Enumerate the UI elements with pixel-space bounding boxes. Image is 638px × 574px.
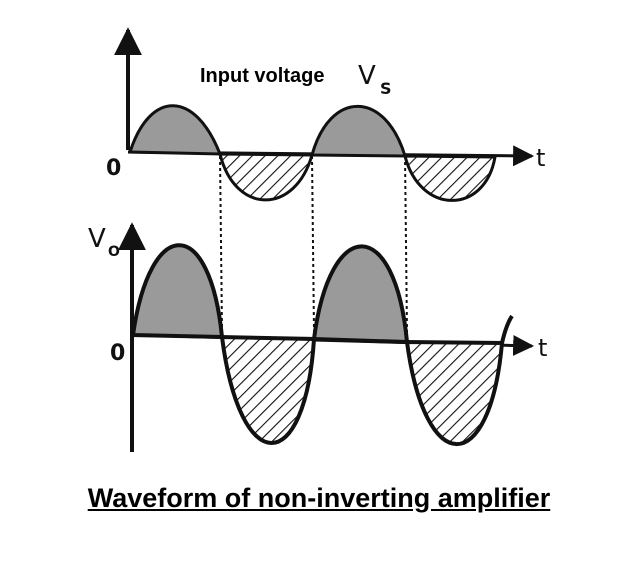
drop-line-1 [219,155,223,331]
output-symbol: V [88,224,106,254]
input-time-label: t [536,144,545,172]
output-zero-label: 0 [110,341,125,366]
drop-line-3 [404,155,408,333]
input-positive-lobe-2 [310,104,408,158]
input-voltage-label: Input voltage [200,65,324,87]
drop-line-2 [311,155,315,333]
output-positive-lobe-2 [311,244,410,345]
output-time-label: t [538,334,547,362]
output-subscript: O [108,244,120,260]
output-negative-lobe-2 [404,339,505,446]
input-symbol: V [358,61,376,91]
figure-caption: Waveform of non-inverting amplifier [87,483,551,513]
input-zero-label: 0 [106,156,121,181]
input-subscript: S [380,79,392,98]
output-positive-lobe-1 [130,243,225,340]
input-negative-lobe-2 [403,154,497,202]
output-negative-lobe-1 [219,334,317,445]
output-rising-tail [500,314,514,344]
input-negative-lobe-1 [218,152,314,202]
input-positive-lobe-1 [127,104,223,156]
